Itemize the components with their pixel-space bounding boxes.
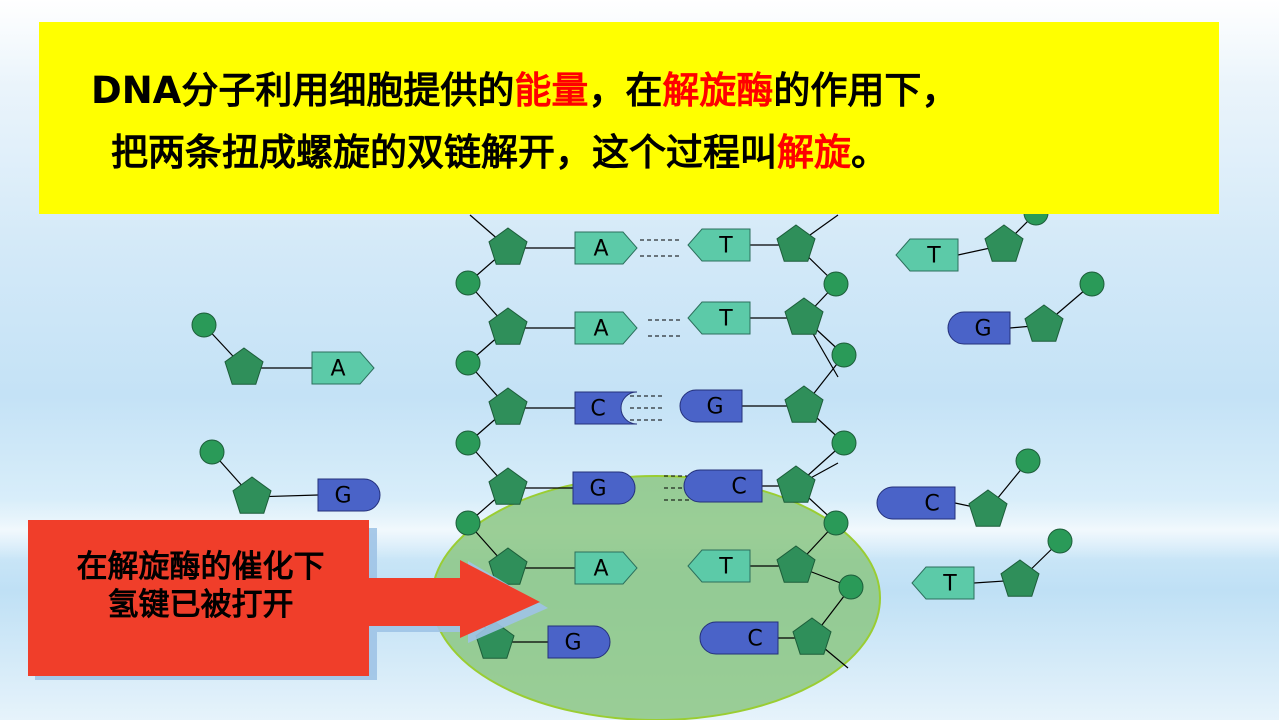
title-line1-segment-0: DNA分子利用细胞提供的 [91, 69, 515, 112]
free-left-base-1 [317, 478, 381, 512]
right-base-2-label: G [706, 395, 723, 420]
left-phosphate-0 [455, 270, 481, 296]
free-left-base-0-label: A [330, 357, 345, 382]
right-phosphate-2 [831, 430, 857, 456]
left-phosphate-2 [455, 430, 481, 456]
arrow-label-line-1: 在解旋酶的催化下 [76, 549, 325, 585]
free-left-phosphate-0 [191, 312, 217, 338]
free-right-sugar-0 [984, 224, 1024, 262]
right-base-1-label: T [718, 307, 733, 332]
right-phosphate-1 [831, 342, 857, 368]
right-base-5-label: C [747, 627, 762, 652]
nucleotides: A T A T C G G C A T G C A G T G C T [191, 200, 1105, 659]
right-sugar-1 [784, 297, 824, 335]
free-right-sugar-2 [968, 489, 1008, 527]
right-base-2 [679, 389, 743, 423]
free-right-base-2 [876, 486, 956, 520]
free-left-sugar-0 [224, 347, 264, 385]
free-right-base-3-label: T [942, 572, 957, 597]
right-phosphate-4 [838, 574, 864, 600]
free-right-base-1-label: G [974, 317, 991, 342]
left-base-0-label: A [593, 237, 608, 262]
right-base-1 [687, 301, 751, 335]
title-line-1: DNA分子利用细胞提供的能量，在解旋酶的作用下， [91, 60, 1219, 122]
right-base-5 [699, 621, 779, 655]
left-sugar-4 [488, 547, 528, 585]
free-right-base-3 [911, 566, 975, 600]
title-line2-segment-0: 把两条扭成螺旋的双链解开，这个过程叫 [111, 131, 777, 174]
left-phosphate-3 [455, 510, 481, 536]
left-base-2-label: C [590, 397, 605, 422]
free-right-base-1 [947, 311, 1011, 345]
arrow-label-line-2: 氢键已被打开 [107, 587, 294, 623]
right-phosphate-3 [823, 510, 849, 536]
right-sugar-0 [776, 224, 816, 262]
free-left-base-1-label: G [334, 484, 351, 509]
free-right-base-0 [895, 238, 959, 272]
left-base-1 [574, 311, 638, 345]
left-base-1-label: A [593, 317, 608, 342]
right-base-3 [683, 469, 763, 503]
left-base-4 [574, 551, 638, 585]
right-sugar-2 [784, 385, 824, 423]
left-sugar-3 [488, 467, 528, 505]
free-right-phosphate-2 [1015, 448, 1041, 474]
free-right-base-2-label: C [924, 492, 939, 517]
hydrogen-bonds [630, 239, 700, 501]
title-line-2: 把两条扭成螺旋的双链解开，这个过程叫解旋。 [91, 122, 1219, 184]
left-base-3-label: G [589, 477, 606, 502]
free-right-sugar-1 [1024, 304, 1064, 342]
free-right-phosphate-3 [1047, 528, 1073, 554]
title-line1-segment-3: 解旋酶 [662, 69, 774, 112]
left-sugar-2 [488, 387, 528, 425]
left-sugar-0 [488, 227, 528, 265]
title-line2-segment-2: 。 [851, 131, 888, 174]
left-base-5 [547, 625, 611, 659]
right-sugar-5 [792, 617, 832, 655]
title-box: DNA分子利用细胞提供的能量，在解旋酶的作用下， 把两条扭成螺旋的双链解开，这个… [39, 22, 1219, 214]
arrow-callout [28, 520, 548, 680]
title-line1-segment-2: ，在 [588, 69, 663, 112]
title-line1-segment-4: 的作用下， [773, 69, 959, 112]
right-phosphate-0 [823, 271, 849, 297]
right-sugar-3 [776, 465, 816, 503]
right-sugar-4 [776, 545, 816, 583]
free-right-sugar-3 [1000, 559, 1040, 597]
free-left-sugar-1 [232, 476, 272, 514]
free-left-base-0 [311, 351, 375, 385]
left-phosphate-1 [455, 350, 481, 376]
right-base-4 [687, 549, 751, 583]
arrow-label: 在解旋酶的催化下 氢键已被打开 [28, 548, 373, 624]
free-right-base-0-label: T [926, 244, 941, 269]
right-base-4-label: T [718, 555, 733, 580]
free-left-phosphate-1 [199, 439, 225, 465]
left-base-5-label: G [564, 631, 581, 656]
free-right-phosphate-1 [1079, 271, 1105, 297]
left-base-4-label: A [593, 557, 608, 582]
right-base-0-label: T [718, 234, 733, 259]
title-line1-segment-1: 能量 [514, 69, 589, 112]
right-base-0 [687, 228, 751, 262]
right-base-3-label: C [731, 475, 746, 500]
title-line2-segment-1: 解旋 [777, 131, 851, 174]
left-base-0 [574, 231, 638, 265]
left-base-2 [574, 391, 638, 425]
left-base-3 [572, 471, 636, 505]
left-sugar-1 [488, 307, 528, 345]
